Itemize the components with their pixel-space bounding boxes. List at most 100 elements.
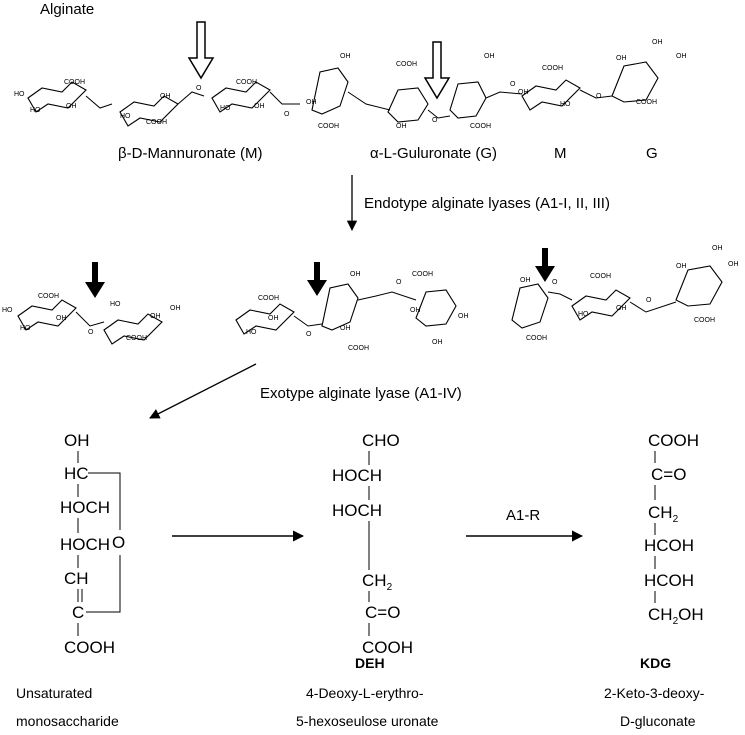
svg-text:C: C [72,603,84,622]
atom-oh: OH [340,53,351,60]
atom-o: O [596,93,602,100]
svg-text:OH: OH [268,315,279,322]
alginate-title: Alginate [40,1,94,18]
svg-text:OH: OH [728,261,739,268]
svg-text:CH2: CH2 [648,503,679,525]
svg-text:C=O: C=O [365,603,400,622]
mannuronate-ring-4 [521,79,581,111]
svg-text:O: O [88,329,94,336]
exo-cleavage-arrow-3 [535,248,555,282]
atom-cooh: COOH [318,123,339,130]
kdg-structure: COOH C=O CH2 HCOH HCOH CH2OH [644,431,704,627]
unsaturated-caption-2: monosaccharide [16,713,119,729]
kdg-caption-1: 2-Keto-3-deoxy- [604,685,705,701]
exo-cleavage-arrow-2 [307,262,327,296]
atom-oh: OH [396,123,407,130]
a1-r-label: A1-R [506,507,540,524]
atom-oh: OH [484,53,495,60]
svg-text:HOCH: HOCH [60,535,110,554]
atom-cooh: COOH [542,65,563,72]
atom-o: O [510,81,516,88]
exo-cleavage-arrow-1 [85,262,105,298]
oligosaccharide-3: OH O COOH COOH HO OH O OH OH OH COOH [511,245,739,342]
atom-cooh: COOH [146,119,167,126]
svg-text:CH: CH [64,569,89,588]
svg-text:HCOH: HCOH [644,571,694,590]
svg-text:HOCH: HOCH [332,501,382,520]
oligosaccharide-1: HO HO COOH OH O HO COOH OH OH [2,293,181,345]
endotype-label: Endotype alginate lyases (A1-I, II, III) [364,195,610,212]
svg-text:OH: OH [64,431,90,450]
svg-text:COOH: COOH [38,293,59,300]
guluronate-ring-3 [449,81,487,119]
atom-ho: HO [120,113,131,120]
atom-o: O [284,111,290,118]
g-residue-label: G [646,145,658,162]
atom-cooh: COOH [396,61,417,68]
atom-oh: OH [518,89,529,96]
unsaturated-caption-1: Unsaturated [16,685,92,701]
svg-text:HC: HC [64,464,89,483]
svg-text:COOH: COOH [412,271,433,278]
svg-text:OH: OH [432,339,443,346]
svg-text:HO: HO [578,311,589,318]
svg-text:COOH: COOH [348,345,369,352]
svg-text:O: O [112,533,125,552]
atom-ho: HO [220,105,231,112]
deh-abbr: DEH [355,655,385,671]
unsaturated-monosaccharide-structure: OH HC HOCH HOCH CH C COOH O [60,431,125,657]
guluronate-label: α-L-Guluronate (G) [370,145,497,162]
exotype-arrow [149,363,257,419]
atom-oh: OH [254,103,265,110]
oligosaccharide-2: COOH OH HO O OH COOH OH O COOH OH OH OH [235,271,469,352]
atom-cooh: COOH [470,123,491,130]
svg-text:OH: OH [520,277,531,284]
svg-text:OH: OH [616,305,627,312]
svg-text:COOH: COOH [126,335,147,342]
guluronate-ring-4 [611,61,659,103]
atom-oh: OH [160,93,171,100]
svg-text:HO: HO [110,301,121,308]
svg-text:COOH: COOH [64,638,115,657]
atom-cooh: COOH [236,79,257,86]
svg-text:OH: OH [410,307,421,314]
m-residue-label: M [554,145,567,162]
kdg-abbr: KDG [640,655,671,671]
svg-text:COOH: COOH [648,431,699,450]
svg-text:HO: HO [20,325,31,332]
atom-ho: HO [560,101,571,108]
svg-text:HOCH: HOCH [60,498,110,517]
svg-text:OH: OH [150,313,161,320]
svg-text:HOCH: HOCH [332,466,382,485]
svg-text:O: O [306,331,312,338]
svg-text:OH: OH [458,313,469,320]
svg-text:HO: HO [246,329,257,336]
deh-caption-2: 5-hexoseulose uronate [296,713,439,729]
atom-o: O [432,117,438,124]
exotype-label: Exotype alginate lyase (A1-IV) [260,385,462,402]
svg-text:HO: HO [2,307,13,314]
guluronate-ring-2 [387,87,429,123]
cleavage-site-arrow-1 [187,21,215,80]
atom-ho: HO [14,91,25,98]
svg-text:OH: OH [56,315,67,322]
svg-text:O: O [646,297,652,304]
atom-oh: OH [652,39,663,46]
alginate-polymer: HO HO COOH OH HO COOH OH O COOH HO OH O … [14,39,687,130]
svg-text:OH: OH [340,325,351,332]
deh-caption-1: 4-Deoxy-L-erythro- [306,685,424,701]
kdg-caption-2: D-gluconate [620,713,696,729]
cleavage-site-arrow-2 [423,41,451,100]
svg-text:OH: OH [170,305,181,312]
svg-text:COOH: COOH [362,638,413,657]
atom-ho: HO [30,107,41,114]
svg-text:COOH: COOH [590,273,611,280]
atom-oh: OH [616,55,627,62]
svg-text:CH2: CH2 [362,571,393,593]
svg-text:OH: OH [712,245,723,252]
svg-text:CH2OH: CH2OH [648,605,704,627]
atom-oh: OH [676,53,687,60]
svg-text:CHO: CHO [362,431,400,450]
svg-text:OH: OH [676,263,687,270]
svg-text:C=O: C=O [651,465,686,484]
